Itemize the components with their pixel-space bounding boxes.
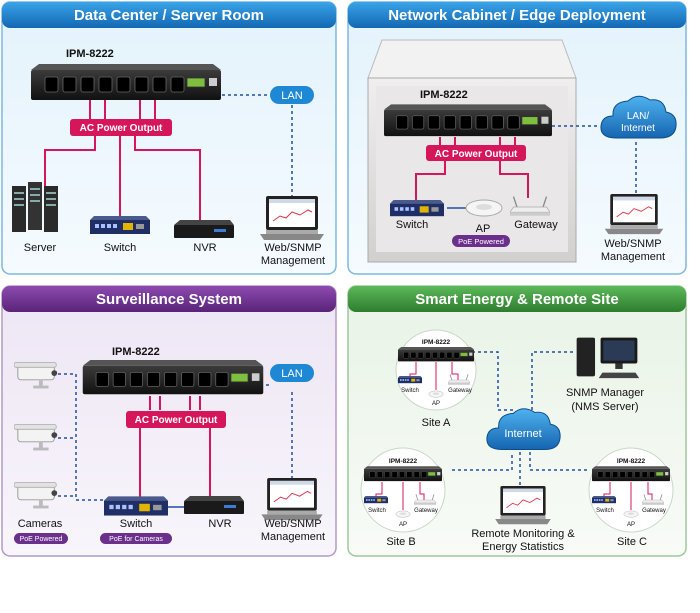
laptop-icon — [260, 196, 324, 241]
switch-icon — [90, 216, 150, 234]
poe-badge — [452, 235, 510, 247]
power-lines — [415, 137, 529, 200]
switch-icon — [398, 376, 422, 384]
pdu-device — [82, 360, 264, 395]
device-label-nvr: NVR — [193, 242, 216, 254]
laptop-icon — [604, 194, 664, 235]
device-label-cameras: Cameras — [18, 518, 63, 530]
site-a-label: Site A — [422, 417, 451, 429]
site-a: IPM-8222 Switch AP Gateway Site A — [395, 329, 477, 429]
site-b: IPM-8222 Switch AP Gateway Site B — [360, 447, 446, 548]
site-a-device: IPM-8222 — [422, 339, 451, 346]
monitor-label-1: Remote Monitoring & — [471, 528, 575, 540]
nms-label-1: SNMP Manager — [566, 387, 644, 399]
panel-title: Data Center / Server Room — [74, 7, 264, 24]
nms-label-2: (NMS Server) — [571, 401, 638, 413]
site-c-label: Site C — [617, 536, 647, 548]
power-output-label: AC Power Output — [80, 123, 163, 134]
site-a-ap-label: AP — [432, 401, 440, 407]
site-c: IPM-8222 Switch AP Gateway Site C — [588, 447, 674, 548]
site-c-gateway-label: Gateway — [642, 508, 666, 514]
power-lines — [139, 396, 211, 500]
cloud-label-2: Internet — [621, 123, 655, 134]
server-icon — [12, 182, 58, 232]
device-label-switch: Switch — [104, 242, 136, 254]
switch-icon — [592, 496, 616, 504]
site-c-switch-label: Switch — [596, 508, 614, 514]
poe-powered-badge-label: PoE Powered — [20, 536, 63, 543]
site-b-ap-label: AP — [399, 522, 407, 528]
site-a-gateway-label: Gateway — [448, 388, 472, 394]
power-output-label: AC Power Output — [135, 415, 218, 426]
switch-icon — [104, 496, 168, 516]
management-label-1: Web/SNMP — [604, 238, 661, 250]
site-b-switch-label: Switch — [368, 508, 386, 514]
pdu-device — [384, 104, 552, 137]
power-output-label-box — [126, 411, 226, 428]
nvr-icon — [184, 496, 244, 514]
ap-icon — [428, 390, 444, 398]
device-label-switch: Switch — [396, 219, 428, 231]
site-c-ap-label: AP — [627, 522, 635, 528]
internet-label: Internet — [504, 428, 541, 440]
laptop-icon — [260, 478, 324, 521]
device-name: IPM-8222 — [420, 89, 468, 101]
pdu-device — [364, 466, 442, 482]
site-c-device: IPM-8222 — [617, 458, 646, 465]
switch-icon — [390, 200, 444, 217]
network-lines — [222, 94, 293, 198]
lan-label: LAN — [281, 90, 302, 102]
cloud-label-1: LAN/ — [627, 111, 649, 122]
switch-icon — [364, 496, 388, 504]
management-label-1: Web/SNMP — [264, 242, 321, 254]
poe-for-cameras-badge — [100, 533, 172, 544]
ap-icon — [465, 199, 503, 217]
laptop-icon — [494, 486, 552, 525]
panel-network-cabinet: Network Cabinet / Edge Deployment IPM-82… — [347, 1, 687, 275]
device-label-nvr: NVR — [208, 518, 231, 530]
site-b-gateway-label: Gateway — [414, 508, 438, 514]
lan-badge — [270, 86, 314, 104]
device-name: IPM-8222 — [112, 346, 160, 358]
nvr-icon — [174, 220, 234, 238]
lan-badge — [270, 364, 314, 382]
site-a-switch-label: Switch — [401, 388, 419, 394]
management-label-2: Management — [261, 531, 325, 543]
panel-title: Network Cabinet / Edge Deployment — [388, 7, 646, 24]
management-label-2: Management — [601, 251, 665, 263]
panel-smart-energy: Smart Energy & Remote Site IPM-8222 Swit… — [347, 285, 687, 557]
pdu-device — [398, 347, 474, 362]
poe-for-cameras-badge-label: PoE for Cameras — [109, 536, 163, 543]
poe-powered-badge — [14, 533, 68, 544]
network-lines — [452, 351, 590, 490]
poe-badge-label: PoE Powered — [458, 237, 504, 246]
panel-surveillance: Surveillance System IPM-8222 AC Power Ou… — [1, 285, 337, 557]
device-label-gateway: Gateway — [514, 219, 558, 231]
ap-icon — [623, 510, 639, 518]
monitor-label-2: Energy Statistics — [482, 541, 564, 553]
site-b-device: IPM-8222 — [389, 458, 418, 465]
management-label-2: Management — [261, 255, 325, 267]
network-lines — [552, 125, 637, 194]
device-label-switch: Switch — [120, 518, 152, 530]
device-label-server: Server — [24, 242, 57, 254]
device-label-ap: AP — [476, 223, 491, 235]
panel-title: Surveillance System — [96, 291, 242, 308]
pdu-device — [30, 64, 222, 101]
panel-title: Smart Energy & Remote Site — [415, 291, 618, 308]
site-b-label: Site B — [386, 536, 415, 548]
management-label-1: Web/SNMP — [264, 518, 321, 530]
power-output-label: AC Power Output — [435, 149, 518, 160]
network-lines — [52, 373, 293, 501]
power-lines — [44, 100, 201, 220]
pdu-device — [592, 466, 670, 482]
device-name: IPM-8222 — [66, 48, 114, 60]
lan-label: LAN — [281, 368, 302, 380]
ap-icon — [395, 510, 411, 518]
power-output-label-box — [70, 119, 172, 136]
power-output-label-box — [426, 145, 526, 161]
panel-data-center: Data Center / Server Room IPM-8222 AC Po… — [1, 1, 337, 275]
